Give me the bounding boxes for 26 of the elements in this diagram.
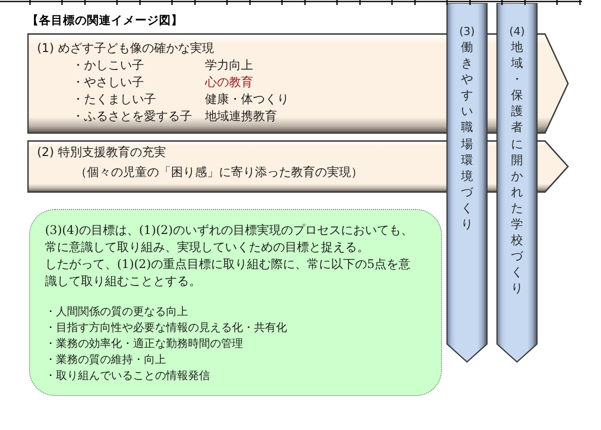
heading-text: (2) 特別支援教育の充実 xyxy=(37,145,166,160)
list-item: ・ふるさとを愛する子 xyxy=(72,109,192,124)
list-item: ・人間関係の質の更なる向上 xyxy=(45,304,188,320)
heading-text: (1) めざす子ども像の確かな実現 xyxy=(37,41,214,56)
vertical-text: 働きやすい職場環境づくり xyxy=(460,39,474,232)
note-box xyxy=(29,209,442,396)
number-label: (3) xyxy=(459,24,475,39)
list-item: ・業務の効率化・適正な勤務時間の管理 xyxy=(45,336,243,352)
list-item: ・やさしい子 xyxy=(72,75,144,90)
list-item-detail: 健康・体つくり xyxy=(205,92,289,107)
list-item: ・たくましい子 xyxy=(72,92,156,107)
paragraph: したがって、(1)(2)の重点目標に取り組む際に、常に以下の5点を意識して取り組むこととする。 xyxy=(45,256,412,290)
list-item-detail: 地域連携教育 xyxy=(205,109,277,124)
list-item: ・業務の質の維持・向上 xyxy=(45,352,166,368)
list-item-detail: 心の教育 xyxy=(205,75,253,90)
vertical-text: 地域・保護者に開かれた学校づくり xyxy=(510,39,524,296)
list-item: ・目指す方向性や必要な情報の見える化・共有化 xyxy=(45,320,287,336)
arrow-band xyxy=(446,3,488,363)
list-item: ・かしこい子 xyxy=(72,58,144,73)
title: 【各目標の関連イメージ図】 xyxy=(27,13,183,28)
arrow-band xyxy=(496,3,538,363)
paragraph: (3)(4)の目標は、(1)(2)のいずれの目標実現のプロセスにおいても、常に意識して取り組み、実現していくための目標と捉える。 xyxy=(45,222,414,256)
list-item-detail: 学力向上 xyxy=(205,58,253,73)
number-label: (4) xyxy=(509,24,525,39)
list-item: ・取り組んでいることの情報発信 xyxy=(45,368,210,384)
subheading-text: （個々の児童の「困り感」に寄り添った教育の実現） xyxy=(75,165,363,180)
